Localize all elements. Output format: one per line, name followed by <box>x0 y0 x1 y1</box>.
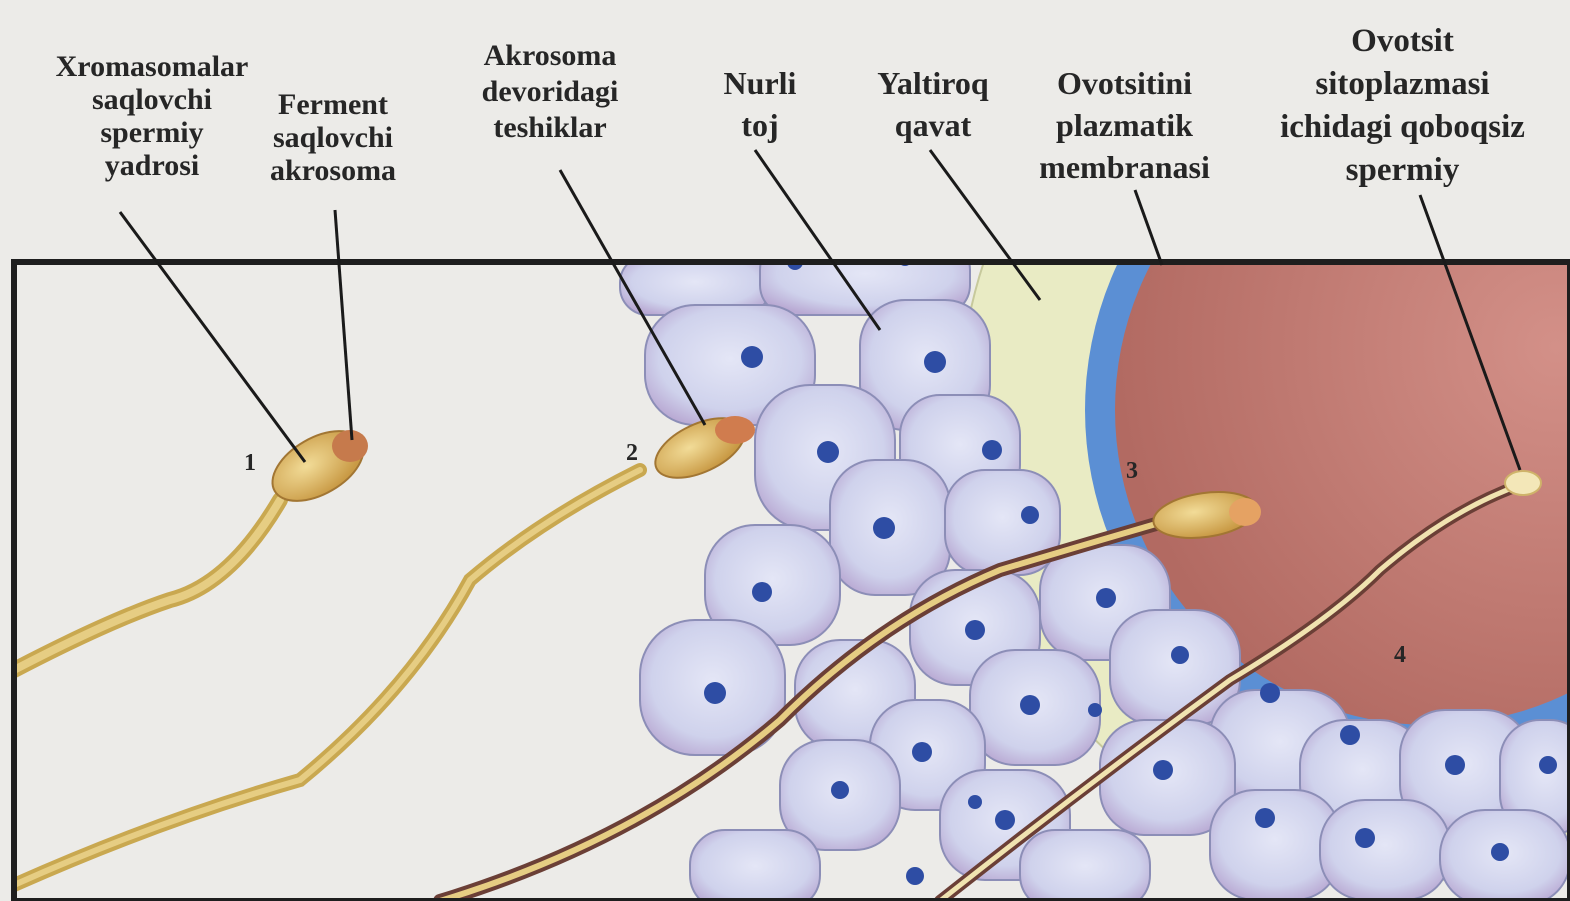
label-line: Ferment <box>238 88 428 121</box>
label-yaltiroq: Yaltiroq qavat <box>848 62 1018 146</box>
nucleus <box>1491 843 1509 861</box>
label-sitoplazma: Ovotsit sitoplazmasi ichidagi qoboqsiz s… <box>1240 20 1565 192</box>
label-line: plazmatik <box>1012 104 1237 146</box>
leader-membrana <box>1135 190 1162 265</box>
nucleus <box>906 867 924 885</box>
nucleus <box>1171 646 1189 664</box>
nucleus <box>1020 695 1040 715</box>
nucleus <box>1445 755 1465 775</box>
nucleus <box>1096 588 1116 608</box>
stage-number-4: 4 <box>1388 642 1412 669</box>
label-line: Ovotsit <box>1240 20 1565 63</box>
nucleus <box>982 440 1002 460</box>
corona-cell <box>1320 800 1450 900</box>
nucleus <box>1539 756 1557 774</box>
stage-number-2: 2 <box>620 440 644 467</box>
nucleus <box>1260 683 1280 703</box>
nucleus <box>752 582 772 602</box>
corona-cell <box>1020 830 1150 901</box>
label-akrosoma-teshik: Akrosoma devoridagi teshiklar <box>440 38 660 146</box>
corona-cell <box>690 830 820 901</box>
nucleus <box>741 346 763 368</box>
label-line: membranasi <box>1012 146 1237 188</box>
label-ferment: Ferment saqlovchi akrosoma <box>238 88 428 187</box>
nucleus <box>704 682 726 704</box>
sperm-2-acrosome <box>715 416 755 444</box>
label-line: Yaltiroq <box>848 62 1018 104</box>
nucleus <box>1355 828 1375 848</box>
label-line: ichidagi qoboqsiz <box>1240 106 1565 149</box>
label-line: Xromasomalar <box>12 50 292 83</box>
label-line: Nurli <box>690 62 830 104</box>
nucleus <box>1088 703 1102 717</box>
label-line: qavat <box>848 104 1018 146</box>
nucleus <box>995 810 1015 830</box>
nucleus <box>968 795 982 809</box>
label-line: teshiklar <box>440 110 660 146</box>
label-line: Akrosoma <box>440 38 660 74</box>
nucleus <box>873 517 895 539</box>
label-line: spermiy <box>1240 149 1565 192</box>
stage-number-1: 1 <box>238 450 262 477</box>
label-line: saqlovchi <box>238 121 428 154</box>
nucleus <box>1340 725 1360 745</box>
label-line: akrosoma <box>238 154 428 187</box>
nucleus <box>1255 808 1275 828</box>
nucleus <box>1153 760 1173 780</box>
sperm-4-head <box>1505 471 1541 495</box>
label-line: Ovotsitini <box>1012 62 1237 104</box>
sperm-1-acrosome <box>332 430 368 462</box>
nucleus <box>965 620 985 640</box>
sperm-3-acrosome <box>1229 498 1261 526</box>
nucleus <box>831 781 849 799</box>
nucleus <box>924 351 946 373</box>
nucleus <box>1021 506 1039 524</box>
label-nurli-toj: Nurli toj <box>690 62 830 146</box>
nucleus <box>817 441 839 463</box>
stage-number-3: 3 <box>1120 458 1144 485</box>
label-line: sitoplazmasi <box>1240 63 1565 106</box>
label-membrana: Ovotsitini plazmatik membranasi <box>1012 62 1237 188</box>
label-line: devoridagi <box>440 74 660 110</box>
nucleus <box>912 742 932 762</box>
label-line: toj <box>690 104 830 146</box>
